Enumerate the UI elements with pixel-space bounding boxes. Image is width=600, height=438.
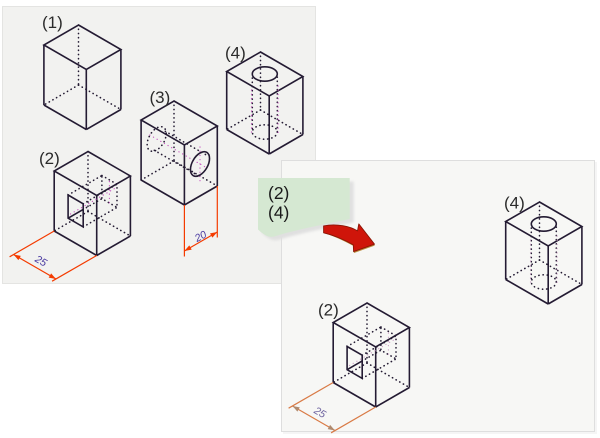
svg-text:20: 20 [192,229,209,246]
svg-text:25: 25 [311,404,328,421]
svg-text:25: 25 [32,253,49,270]
svg-text:(2): (2) [268,183,289,203]
svg-text:(3): (3) [150,88,171,107]
svg-text:(2): (2) [318,300,339,319]
svg-text:(2): (2) [39,149,60,168]
svg-text:(1): (1) [42,13,63,32]
svg-text:(4): (4) [268,203,289,223]
svg-text:(4): (4) [504,194,525,213]
svg-text:(4): (4) [225,44,246,63]
